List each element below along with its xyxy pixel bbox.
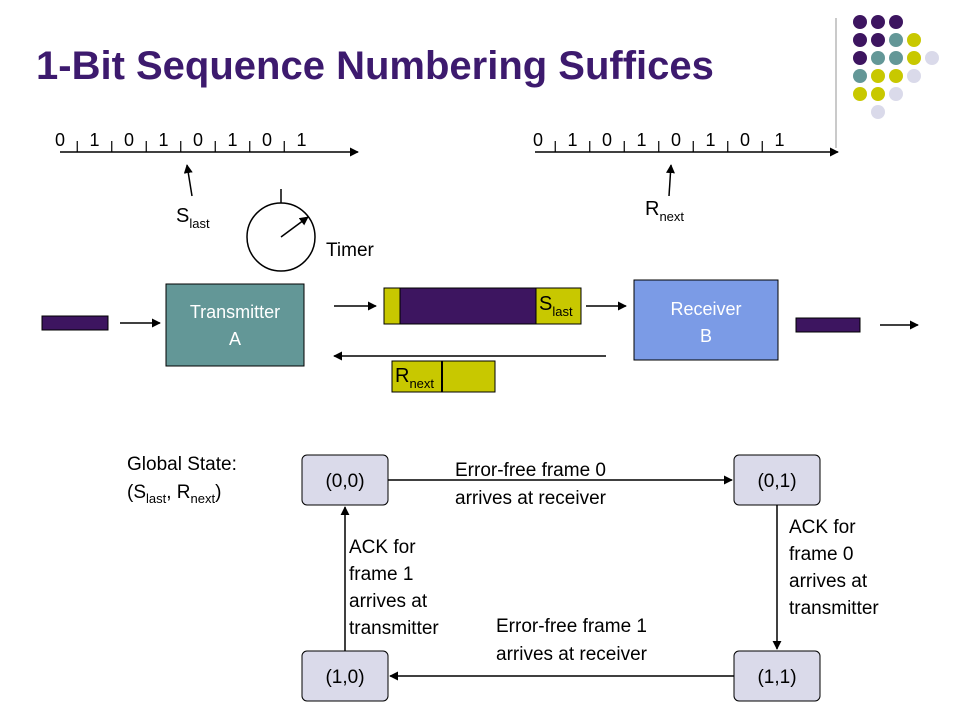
receiver-sequence-number: 1: [567, 130, 577, 150]
decorative-dot: [871, 51, 885, 65]
receiver-sequence-number: 0: [671, 130, 681, 150]
receiver-sequence-line: 0 1 0 1 0 1 0 1: [533, 130, 839, 157]
data-frame: Slast: [383, 287, 582, 325]
receiver-sequence-number: 1: [705, 130, 715, 150]
decorative-dot: [871, 105, 885, 119]
sender-sequence-number: 0: [124, 130, 134, 150]
decorative-dot: [871, 69, 885, 83]
transition-right-label: ACK for frame 0 arrives at transmitter: [789, 517, 879, 619]
svg-text:(0,0): (0,0): [325, 471, 364, 492]
svg-text:(1,0): (1,0): [325, 667, 364, 688]
frame-s-last-label: Slast: [539, 293, 573, 319]
decorative-dot: [889, 69, 903, 83]
s-last-label: Slast: [176, 205, 210, 231]
svg-text:arrives at receiver: arrives at receiver: [496, 644, 648, 665]
sender-sequence-number: 1: [89, 130, 99, 150]
decorative-dot: [853, 51, 867, 65]
sender-sequence-number: 0: [193, 130, 203, 150]
receiver-sequence-number: 0: [602, 130, 612, 150]
receiver-sequence-number: 1: [774, 130, 784, 150]
timer-label: Timer: [326, 240, 375, 261]
svg-text:arrives at: arrives at: [349, 591, 428, 612]
svg-text:ACK for: ACK for: [789, 517, 856, 538]
transmitter-label: Transmitter: [190, 302, 280, 322]
decorative-dot: [871, 87, 885, 101]
r-next-label: Rnext: [645, 198, 684, 224]
state-box-0-1: (0,1): [733, 454, 821, 506]
ack-frame: Rnext: [391, 360, 496, 393]
svg-text:transmitter: transmitter: [349, 618, 439, 639]
decorative-dot: [889, 15, 903, 29]
receiver-id: B: [700, 326, 712, 346]
global-state-heading: Global State:: [127, 454, 237, 475]
s-last-pointer-arrow: [183, 164, 193, 197]
decorative-dot: [853, 69, 867, 83]
decorative-dot: [907, 69, 921, 83]
decorative-dot: [889, 87, 903, 101]
transmitter-box: Transmitter A: [165, 283, 305, 367]
state-box-1-0: (1,0): [301, 650, 389, 702]
receiver-box: Receiver B: [633, 279, 779, 361]
svg-text:transmitter: transmitter: [789, 598, 879, 619]
decorative-dot: [889, 51, 903, 65]
state-box-0-0: (0,0): [301, 454, 389, 506]
decorative-dot: [925, 51, 939, 65]
svg-text:(0,1): (0,1): [757, 471, 796, 492]
global-state-tuple: (Slast, Rnext): [127, 482, 221, 506]
slide-title: 1-Bit Sequence Numbering Suffices: [36, 44, 714, 88]
r-next-pointer-arrow: [665, 164, 675, 197]
svg-text:arrives at: arrives at: [789, 571, 868, 592]
receiver-sequence-number: 0: [740, 130, 750, 150]
svg-text:(1,1): (1,1): [757, 667, 796, 688]
svg-text:frame 1: frame 1: [349, 564, 413, 585]
sender-sequence-line: 0 1 0 1 0 1 0 1: [55, 130, 359, 157]
sender-sequence-number: 0: [262, 130, 272, 150]
svg-text:Error-free frame 0: Error-free frame 0: [455, 460, 606, 481]
sender-sequence-number: 1: [158, 130, 168, 150]
decorative-dot: [907, 33, 921, 47]
svg-text:arrives at receiver: arrives at receiver: [455, 488, 607, 509]
transition-top-label: Error-free frame 0 arrives at receiver: [455, 460, 607, 509]
receiver-sequence-number: 1: [636, 130, 646, 150]
decorative-dot: [889, 33, 903, 47]
decorative-dot: [853, 33, 867, 47]
receiver-sequence-number: 0: [533, 130, 543, 150]
decorative-dot: [853, 87, 867, 101]
svg-text:ACK for: ACK for: [349, 537, 416, 558]
transition-left-label: ACK for frame 1 arrives at transmitter: [349, 537, 439, 639]
output-frame-block: [795, 317, 861, 333]
decorative-dot: [871, 33, 885, 47]
svg-text:Error-free frame 1: Error-free frame 1: [496, 616, 647, 637]
decorative-dot: [871, 15, 885, 29]
timer-icon: [246, 189, 316, 272]
sender-sequence-number: 1: [227, 130, 237, 150]
sender-sequence-number: 0: [55, 130, 65, 150]
decorative-dot: [853, 15, 867, 29]
transmitter-id: A: [229, 329, 241, 349]
transition-bottom-label: Error-free frame 1 arrives at receiver: [496, 616, 648, 665]
decorative-dot-grid: [853, 15, 939, 119]
input-frame-block: [41, 315, 109, 331]
svg-text:frame 0: frame 0: [789, 544, 853, 565]
receiver-label: Receiver: [670, 299, 741, 319]
ack-r-next-label: Rnext: [395, 365, 434, 391]
state-box-1-1: (1,1): [733, 650, 821, 702]
decorative-dot: [907, 51, 921, 65]
sender-sequence-number: 1: [296, 130, 306, 150]
